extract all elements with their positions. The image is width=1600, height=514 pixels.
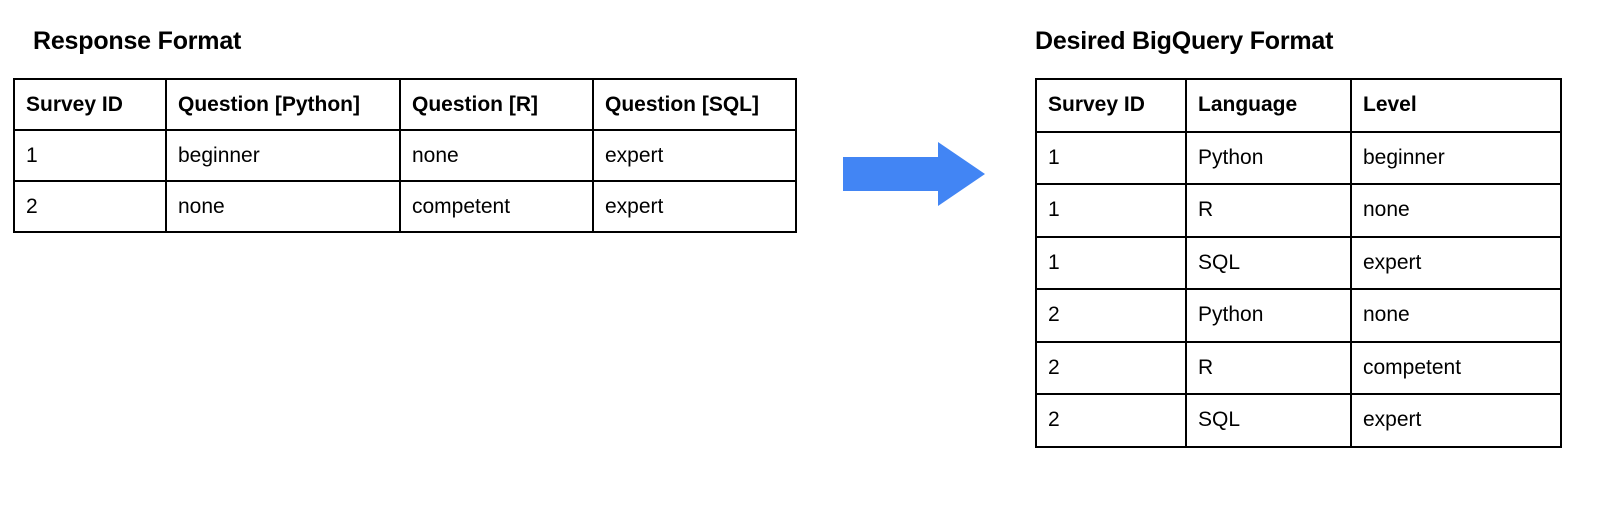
table-header-row: Survey ID Question [Python] Question [R]…: [13, 78, 797, 131]
cell-language: SQL: [1185, 235, 1352, 290]
cell-language: Python: [1185, 288, 1352, 343]
cell-question-sql: expert: [592, 129, 797, 182]
cell-language: Python: [1185, 130, 1352, 185]
cell-survey-id: 1: [1035, 183, 1187, 238]
column-header-survey-id: Survey ID: [1035, 78, 1187, 133]
table-row: 2 SQL expert: [1035, 393, 1562, 448]
cell-survey-id: 2: [1035, 393, 1187, 448]
cell-level: beginner: [1350, 130, 1562, 185]
bigquery-format-table: Survey ID Language Level 1 Python beginn…: [1035, 78, 1562, 448]
table-row: 2 Python none: [1035, 288, 1562, 343]
page-title-desired-bigquery-format: Desired BigQuery Format: [1035, 27, 1334, 55]
cell-survey-id: 1: [13, 129, 167, 182]
cell-question-python: none: [165, 180, 401, 233]
table-header-row: Survey ID Language Level: [1035, 78, 1562, 133]
table-row: 1 beginner none expert: [13, 129, 797, 182]
column-header-question-sql: Question [SQL]: [592, 78, 797, 131]
cell-language: SQL: [1185, 393, 1352, 448]
response-format-panel: Response Format Survey ID Question [Pyth…: [13, 26, 797, 233]
cell-question-python: beginner: [165, 129, 401, 182]
page-title-response-format: Response Format: [33, 27, 242, 55]
desired-bigquery-format-panel: Desired BigQuery Format Survey ID Langua…: [1035, 26, 1562, 448]
cell-question-r: none: [399, 129, 594, 182]
column-header-question-r: Question [R]: [399, 78, 594, 131]
cell-survey-id: 2: [13, 180, 167, 233]
arrow-right-icon: [843, 142, 985, 206]
column-header-survey-id: Survey ID: [13, 78, 167, 131]
table-row: 2 R competent: [1035, 340, 1562, 395]
cell-level: none: [1350, 183, 1562, 238]
cell-survey-id: 2: [1035, 340, 1187, 395]
cell-language: R: [1185, 340, 1352, 395]
cell-question-sql: expert: [592, 180, 797, 233]
cell-level: none: [1350, 288, 1562, 343]
table-row: 1 R none: [1035, 183, 1562, 238]
cell-survey-id: 2: [1035, 288, 1187, 343]
cell-language: R: [1185, 183, 1352, 238]
table-row: 2 none competent expert: [13, 180, 797, 233]
cell-question-r: competent: [399, 180, 594, 233]
cell-survey-id: 1: [1035, 235, 1187, 290]
column-header-language: Language: [1185, 78, 1352, 133]
table-row: 1 SQL expert: [1035, 235, 1562, 290]
column-header-question-python: Question [Python]: [165, 78, 401, 131]
cell-survey-id: 1: [1035, 130, 1187, 185]
column-header-level: Level: [1350, 78, 1562, 133]
response-format-table: Survey ID Question [Python] Question [R]…: [13, 78, 797, 233]
cell-level: expert: [1350, 235, 1562, 290]
cell-level: expert: [1350, 393, 1562, 448]
cell-level: competent: [1350, 340, 1562, 395]
table-row: 1 Python beginner: [1035, 130, 1562, 185]
